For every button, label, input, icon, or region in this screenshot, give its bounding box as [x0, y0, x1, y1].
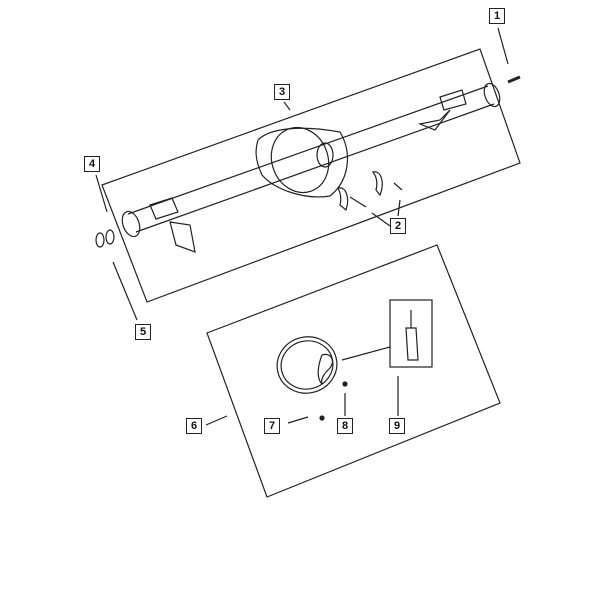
callout-6: 6 [186, 418, 202, 434]
diff-cover [276, 336, 348, 421]
axle-housing [121, 82, 501, 253]
callout-4: 4 [84, 156, 100, 172]
callout-2: 2 [390, 218, 406, 234]
axle-group-panel [101, 48, 521, 303]
cover-group-panel [206, 244, 501, 498]
callout-8: 8 [337, 418, 353, 434]
callout-1: 1 [489, 8, 505, 24]
callout-9: 9 [389, 418, 405, 434]
seals [95, 229, 115, 248]
pin-part [507, 75, 521, 84]
callout-7: 7 [264, 418, 280, 434]
sealant-tube [389, 299, 433, 368]
callout-3: 3 [274, 84, 290, 100]
leader-lines [95, 27, 509, 426]
callout-5: 5 [135, 324, 151, 340]
